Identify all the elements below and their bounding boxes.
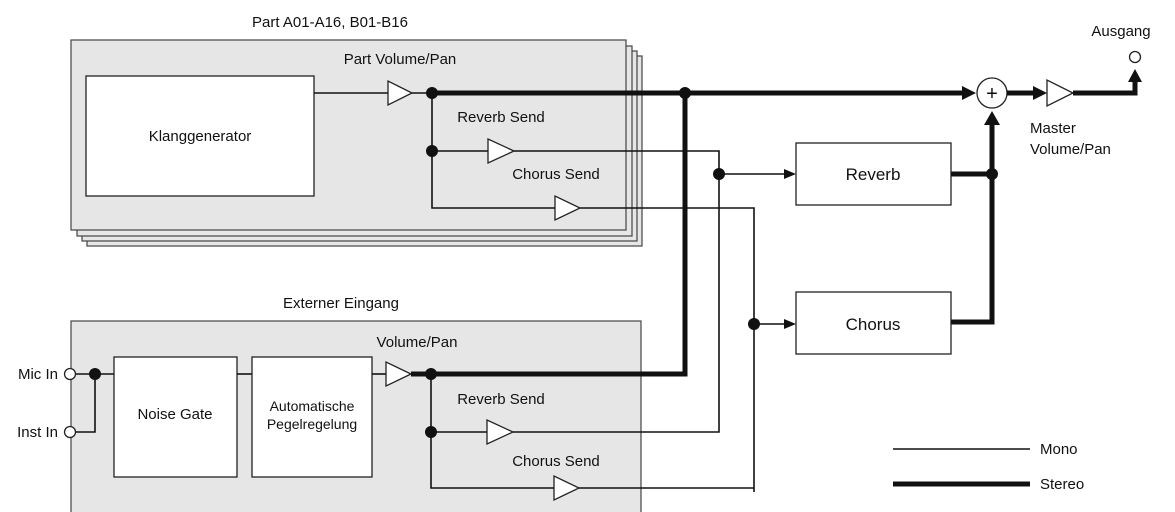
- part-reverb-send-label: Reverb Send: [457, 109, 545, 126]
- external-send-branch-line: [430, 374, 554, 489]
- master-input-arrow: [1033, 86, 1047, 100]
- external-section-title: Externer Eingang: [283, 295, 399, 312]
- noise-gate-block: [113, 356, 238, 478]
- external-chorus-send-amp: [553, 474, 581, 502]
- output-arrow: [1128, 69, 1142, 82]
- mic-in-port: [63, 367, 77, 381]
- klanggenerator-block: [85, 75, 315, 197]
- part-chorus-send-label: Chorus Send: [512, 166, 600, 183]
- chorus-return-line: [951, 123, 995, 325]
- junction-dot: [986, 168, 998, 180]
- reverb-input-arrow: [784, 169, 796, 179]
- klanggenerator-label: Klanggenerator: [149, 128, 252, 145]
- master-volume-pan-amp: [1046, 78, 1075, 108]
- inst-in-label: Inst In: [17, 424, 58, 441]
- junction-dot: [679, 87, 691, 99]
- ausgang-label: Ausgang: [1091, 23, 1150, 40]
- agc-block: [251, 356, 373, 478]
- legend: Mono Stereo: [893, 441, 1084, 493]
- mixer-input-arrow: [962, 86, 976, 100]
- inst-in-port: [63, 425, 77, 439]
- inst-in-line: [76, 374, 96, 433]
- agc-label-line1: Automatische: [270, 398, 355, 414]
- part-volume-pan-label: Part Volume/Pan: [344, 51, 457, 68]
- external-reverb-send-amp: [486, 418, 515, 446]
- part-reverb-send-bus: [514, 150, 720, 378]
- noise-gate-label: Noise Gate: [137, 406, 212, 423]
- part-chorus-send-bus: [580, 207, 755, 492]
- junction-dot: [425, 368, 437, 380]
- part-volume-pan-amp: [387, 79, 414, 107]
- chorus-label: Chorus: [846, 315, 901, 334]
- return-arrow: [984, 111, 1000, 125]
- legend-stereo-label: Stereo: [1040, 476, 1084, 493]
- chorus-block: [795, 291, 952, 355]
- master-label-line1: Master: [1030, 120, 1076, 137]
- part-chorus-send-amp: [554, 194, 582, 222]
- junction-dot: [89, 368, 101, 380]
- part-reverb-send-amp: [487, 137, 516, 165]
- junction-dot: [426, 145, 438, 157]
- external-volume-pan-amp: [385, 360, 413, 388]
- agc-label-line2: Pegelregelung: [267, 416, 357, 432]
- mixer-symbol: +: [986, 83, 998, 105]
- external-reverb-send-label: Reverb Send: [457, 391, 545, 408]
- external-stereo-path: [411, 93, 688, 377]
- mic-in-label: Mic In: [18, 366, 58, 383]
- reverb-block: [795, 142, 952, 206]
- junction-dot: [748, 318, 760, 330]
- ausgang-port: [1128, 50, 1142, 64]
- external-volume-pan-label: Volume/Pan: [377, 334, 458, 351]
- chorus-input-arrow: [784, 319, 796, 329]
- part-send-branch-line: [431, 93, 555, 209]
- junction-dot: [426, 87, 438, 99]
- part-section-title: Part A01-A16, B01-B16: [252, 14, 408, 31]
- external-chorus-send-label: Chorus Send: [512, 453, 600, 470]
- master-label-line2: Volume/Pan: [1030, 141, 1111, 158]
- reverb-label: Reverb: [846, 165, 901, 184]
- external-reverb-send-bus: [513, 378, 720, 433]
- legend-mono-label: Mono: [1040, 441, 1078, 458]
- junction-dot: [425, 426, 437, 438]
- master-to-output-line: [1073, 80, 1138, 96]
- junction-dot: [713, 168, 725, 180]
